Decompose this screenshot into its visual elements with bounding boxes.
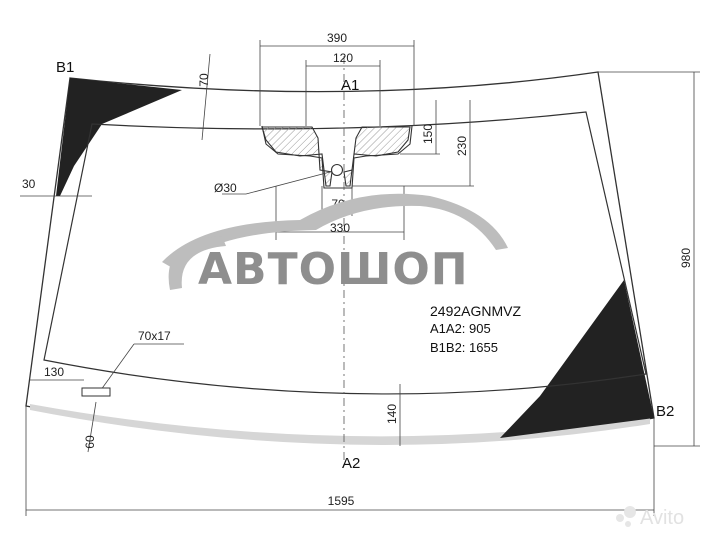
avito-text: Avito (640, 507, 684, 529)
point-b2: B2 (656, 403, 674, 420)
dim-130: 130 (44, 365, 64, 379)
frit-right (500, 280, 654, 438)
dim-hole: Ø30 (214, 181, 237, 195)
dim-150: 150 (421, 124, 435, 144)
brand-text: АВТОШОП (198, 244, 469, 295)
dim-60: 60 (83, 435, 97, 449)
dim-1595: 1595 (328, 494, 355, 508)
mirror-bracket-right (343, 126, 411, 187)
dim-330: 330 (330, 221, 350, 235)
bracket-outline (261, 125, 413, 189)
mirror-bracket-left (261, 126, 333, 187)
dim-230: 230 (455, 136, 469, 156)
dim-70-top: 70 (197, 73, 211, 87)
part-code: 2492AGNMVZ (430, 303, 521, 319)
dim-30-side: 30 (22, 177, 36, 191)
point-a2: A2 (342, 455, 360, 472)
dim-140: 140 (385, 404, 399, 424)
sensor-hole (330, 163, 344, 177)
vin-window (81, 387, 111, 397)
spec-b1b2: B1B2: 1655 (430, 340, 498, 355)
dim-980: 980 (679, 248, 693, 268)
dimension-lines (20, 40, 700, 516)
dim-vin: 70x17 (138, 329, 171, 343)
spec-a1a2: A1A2: 905 (430, 321, 491, 336)
avito-watermark: Avito (616, 506, 684, 529)
dim-390: 390 (327, 31, 347, 45)
frit-left (56, 78, 182, 196)
dim-120: 120 (333, 51, 353, 65)
bottom-band (30, 404, 650, 445)
point-b1: B1 (56, 59, 74, 76)
brand-logo: АВТОШОП (162, 193, 508, 295)
point-a1: A1 (341, 77, 359, 94)
